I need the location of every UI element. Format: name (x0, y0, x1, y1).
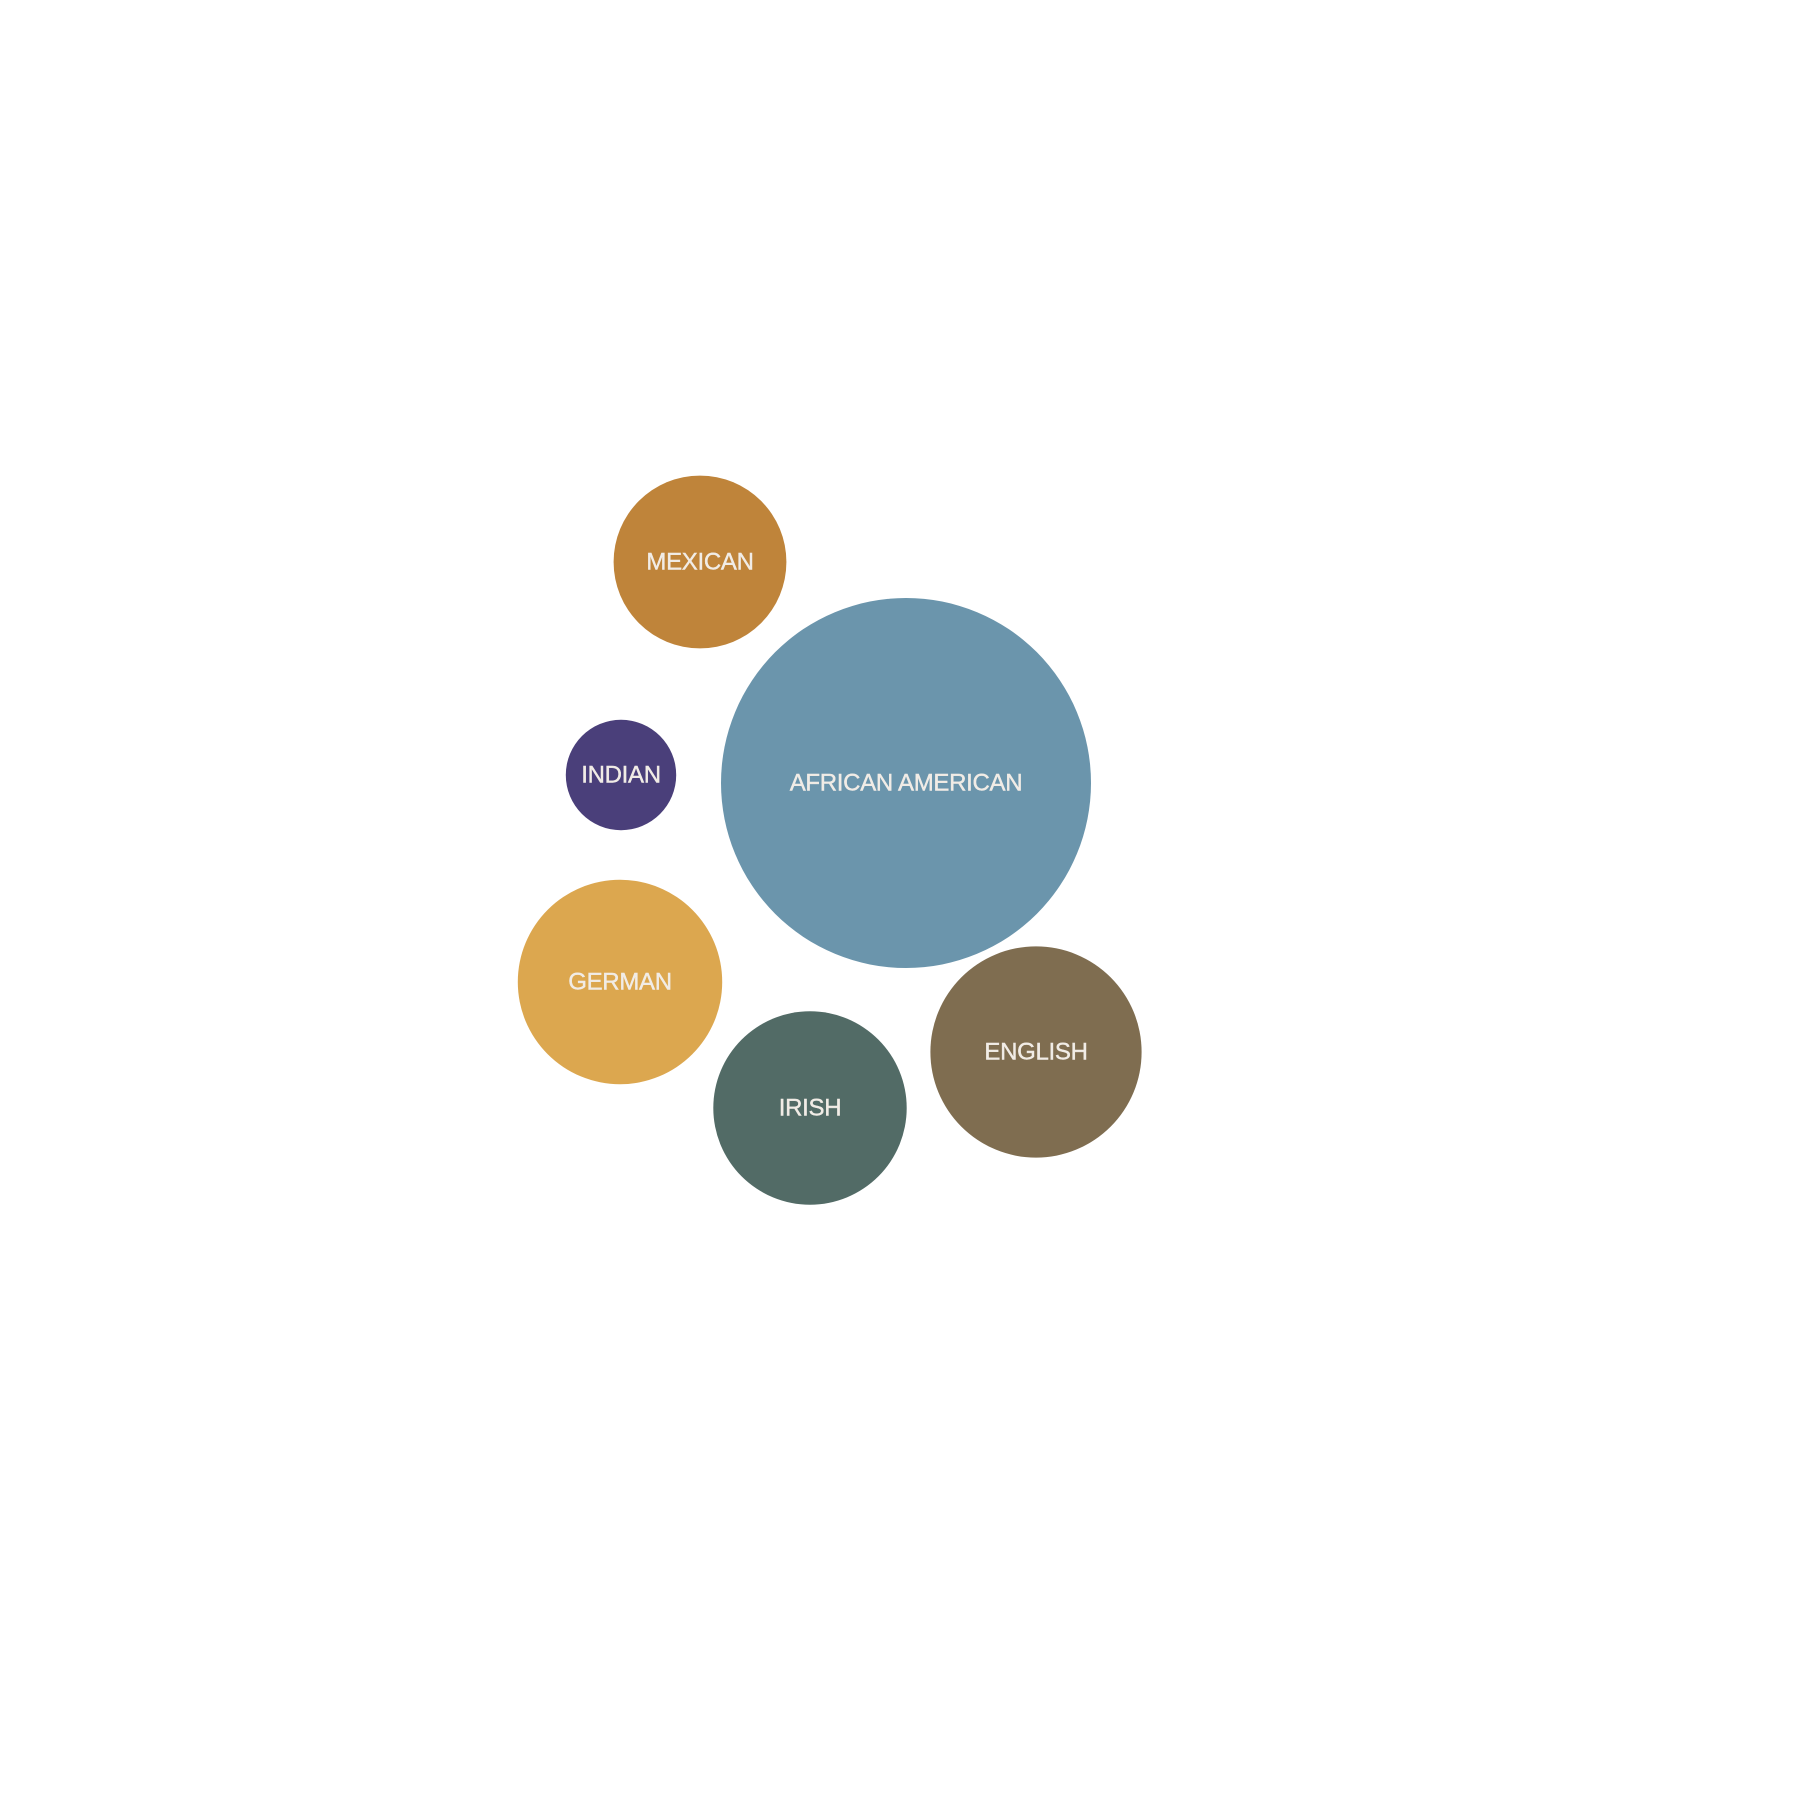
bubble-circle-african-american (721, 598, 1091, 968)
bubble-label-irish: IRISH (779, 1095, 842, 1122)
bubble-circle-english (930, 946, 1142, 1158)
bubble-label-indian: INDIAN (581, 762, 661, 789)
bubble-circle-indian (565, 719, 677, 831)
bubble-german: GERMAN (517, 879, 723, 1085)
bubble-mexican: MEXICAN (613, 475, 787, 649)
bubble-circle-irish (713, 1011, 907, 1205)
bubble-circle-german (517, 879, 723, 1085)
bubble-label-german: GERMAN (568, 969, 672, 996)
bubble-african-american: AFRICAN AMERICAN (721, 598, 1091, 968)
bubble-label-english: ENGLISH (984, 1039, 1087, 1066)
bubble-label-mexican: MEXICAN (646, 549, 753, 576)
bubble-irish: IRISH (713, 1011, 907, 1205)
bubble-english: ENGLISH (930, 946, 1142, 1158)
bubble-circle-mexican (613, 475, 787, 649)
bubbles-layer: AFRICAN AMERICAN MEXICAN INDIAN GERMAN IRISH… (517, 475, 1142, 1205)
bubble-label-african-american: AFRICAN AMERICAN (790, 770, 1023, 797)
bubble-indian: INDIAN (565, 719, 677, 831)
